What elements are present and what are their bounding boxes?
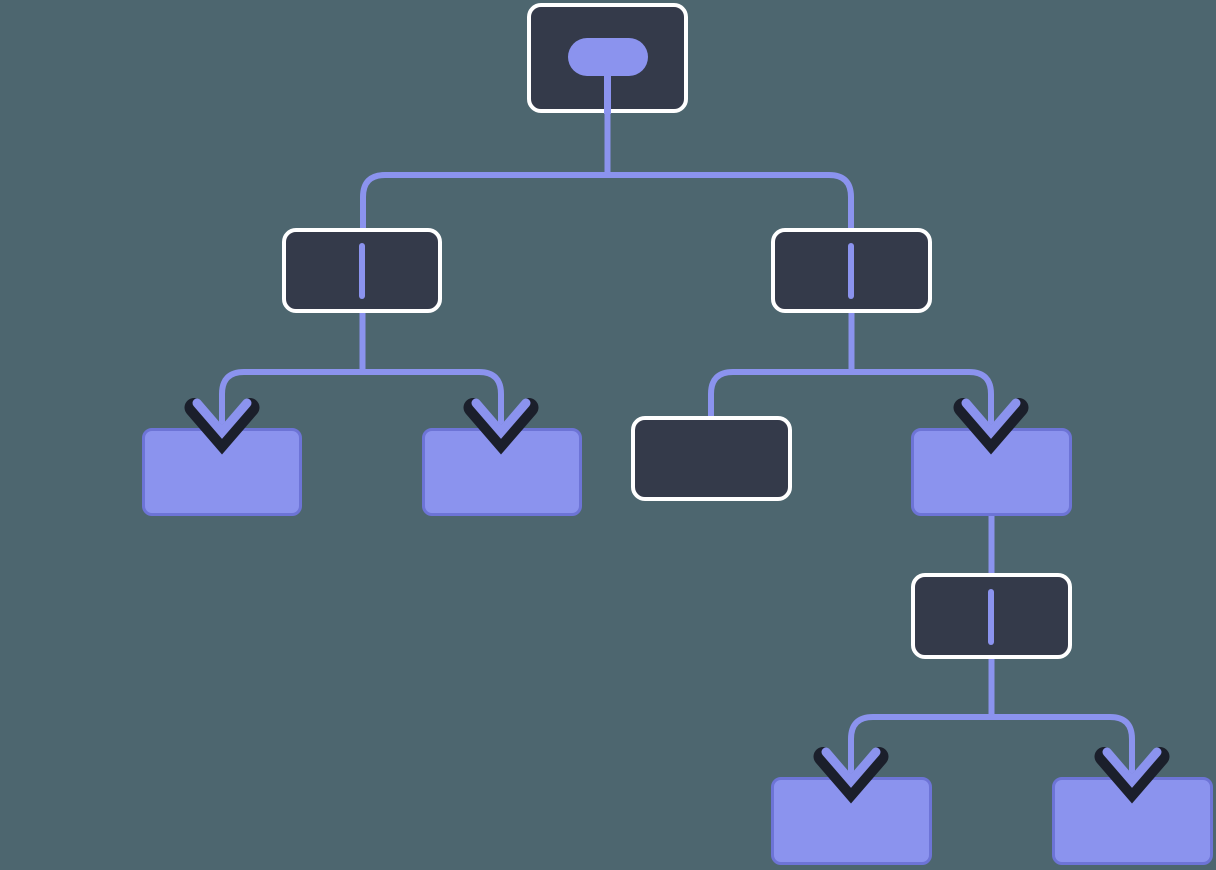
edge-branch-right-to-children (708, 369, 994, 432)
leaf-node-2[interactable] (422, 428, 582, 516)
edge-root-to-branches (360, 172, 854, 230)
branch-node-right-inner-line-icon (848, 243, 854, 299)
leaf-node-3[interactable] (911, 428, 1072, 516)
root-node-stem-icon (604, 70, 611, 114)
root-node-capsule-icon (568, 38, 648, 76)
edge-subbranch-to-leaves (848, 714, 1135, 781)
branch-node-left-inner-line-icon (359, 243, 365, 299)
leaf-node-4[interactable] (771, 777, 932, 865)
edge-branch-left-to-leaves (219, 369, 504, 432)
leaf-node-5[interactable] (1052, 777, 1213, 865)
sub-branch-node-inner-line-icon (988, 589, 994, 645)
leaf-node-1[interactable] (142, 428, 302, 516)
empty-node[interactable] (631, 416, 792, 501)
